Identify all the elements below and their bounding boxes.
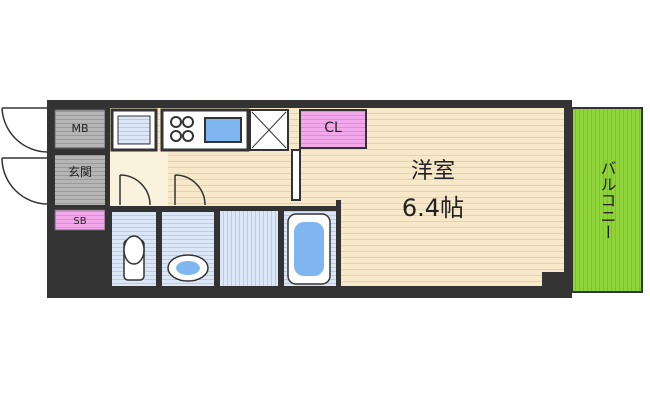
stove-burner [170, 130, 182, 142]
inner-wall [291, 149, 301, 201]
inner-wall [108, 206, 340, 211]
wash-basin-bowl [176, 261, 200, 275]
sb-label: SB [73, 216, 86, 227]
hall-floor [108, 150, 168, 210]
room-floor [340, 108, 564, 286]
inner-wall [156, 210, 161, 288]
stove-burner [182, 130, 194, 142]
room-name: 洋室 [411, 159, 455, 184]
balcony-label: バルコニー [598, 160, 617, 240]
door-swing [1, 157, 49, 205]
toilet-bowl [123, 235, 145, 265]
bathtub-inner [294, 222, 324, 276]
fridge-inner [117, 115, 151, 145]
dressing-area [220, 210, 278, 286]
inner-wall [105, 108, 110, 288]
room-size: 6.4帖 [402, 194, 464, 222]
column [542, 272, 564, 298]
balcony [571, 107, 643, 293]
inner-wall [278, 208, 283, 288]
door-swing [1, 107, 49, 153]
door-swing [174, 174, 206, 206]
entrance-floor [55, 155, 105, 205]
stove-burner [170, 116, 182, 128]
inner-wall [214, 208, 219, 288]
door-swing [119, 174, 151, 206]
stove-burner [182, 116, 194, 128]
balcony-rail [564, 100, 572, 298]
entrance-label: 玄関 [68, 164, 92, 179]
mb-label: MB [71, 122, 88, 135]
cl-label: CL [324, 120, 342, 136]
kitchen-sink [204, 117, 242, 143]
dark-column [55, 232, 105, 288]
closet [299, 109, 367, 149]
inner-wall [336, 200, 341, 288]
